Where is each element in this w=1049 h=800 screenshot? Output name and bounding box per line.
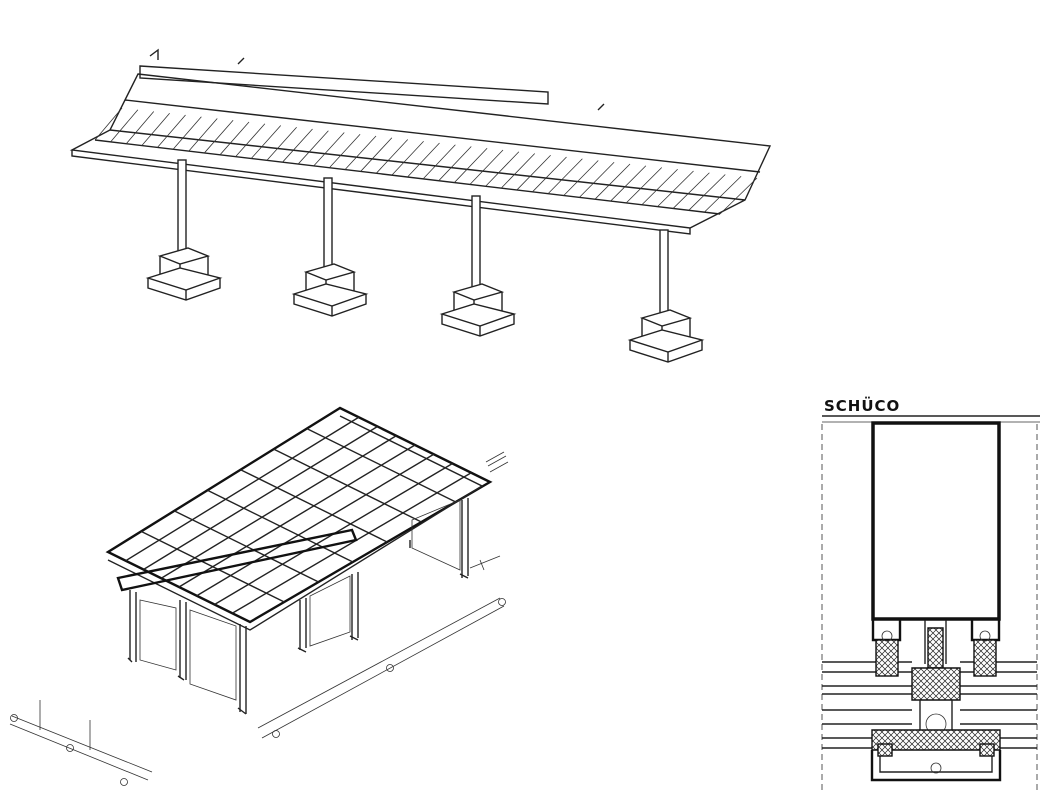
- roof-rib: [563, 160, 599, 196]
- roof-rib: [625, 167, 663, 204]
- roof-grid-line: [173, 510, 319, 583]
- pressure-plate-profile: [870, 667, 1002, 782]
- roof-rib: [438, 146, 472, 181]
- column-shaft: [177, 159, 187, 257]
- profile-section-detail: SCHÜCO: [821, 396, 1040, 790]
- roof-rib: [594, 163, 631, 200]
- roof-rib: [422, 144, 456, 180]
- roof-grid-line: [140, 530, 285, 603]
- roof-rib: [329, 133, 361, 169]
- roof-rib: [297, 130, 329, 165]
- footing-base: [145, 267, 223, 291]
- roof-rib: [282, 128, 313, 163]
- canopy-columns: [145, 159, 705, 363]
- roof-grid-line: [160, 435, 397, 579]
- roof-rib: [266, 126, 297, 161]
- roof-rib: [204, 119, 234, 154]
- roof-rib: [94, 107, 123, 141]
- column-shaft: [471, 195, 481, 293]
- footing-base: [439, 303, 517, 327]
- roof-rib: [500, 153, 536, 189]
- roof-grid-line: [240, 469, 388, 543]
- footing-base: [627, 329, 705, 353]
- canopy-column: [145, 159, 223, 301]
- canopy-isometric-drawing: [69, 48, 772, 363]
- roof-grid-line: [143, 425, 378, 571]
- footing-base-edge: [293, 294, 367, 317]
- roof-rib: [485, 151, 520, 187]
- roof-rib: [125, 111, 155, 144]
- roof-rib: [360, 137, 393, 172]
- roof-rib: [469, 149, 504, 185]
- roof-grid-line: [178, 444, 416, 588]
- roof-rib: [407, 142, 440, 178]
- footing-top: [451, 283, 505, 301]
- roof-rib: [391, 140, 424, 176]
- footing-base: [291, 283, 369, 307]
- profile-gaskets: [875, 630, 997, 677]
- roof-grid-line: [125, 416, 360, 562]
- roof-rib: [610, 165, 647, 202]
- brand-label: SCHÜCO: [824, 396, 900, 415]
- roof-rib: [141, 112, 170, 146]
- roof-rib: [641, 168, 678, 206]
- roof-rib: [250, 125, 282, 159]
- footing-base-edge: [629, 340, 703, 363]
- roof-rib: [157, 114, 186, 148]
- roof-rib: [235, 123, 266, 157]
- pavilion-roof-grid: [105, 406, 493, 631]
- column-shaft: [323, 177, 333, 273]
- pavilion-dimension-lines: [9, 451, 509, 786]
- glazing-panes: [822, 661, 1037, 749]
- mullion-box: [871, 421, 1001, 669]
- footing-top: [157, 247, 211, 265]
- footing-top: [303, 263, 357, 281]
- footing-base-edge: [147, 278, 221, 301]
- pavilion-front-beam: [116, 528, 358, 592]
- roof-rib: [110, 109, 139, 143]
- roof-rib: [344, 135, 377, 170]
- canopy-column: [627, 229, 705, 363]
- roof-grid-line: [273, 448, 422, 523]
- footing-top: [639, 309, 693, 327]
- column-shaft: [659, 229, 669, 319]
- canopy-roof-plane: [69, 73, 772, 235]
- roof-rib: [672, 172, 710, 209]
- roof-rib: [375, 139, 409, 174]
- roof-grid-line: [207, 489, 354, 563]
- pavilion-isometric-drawing: [9, 406, 509, 786]
- roof-rib: [532, 156, 567, 193]
- roof-rib: [172, 116, 202, 150]
- roof-rib: [313, 132, 345, 167]
- roof-rib: [704, 175, 742, 213]
- roof-rib: [516, 154, 551, 191]
- roof-grid-line: [306, 427, 457, 503]
- pavilion-walls: [127, 498, 469, 715]
- roof-rib: [688, 174, 726, 211]
- roof-grid-line: [231, 472, 472, 614]
- roof-rib: [657, 170, 694, 207]
- roof-rib: [547, 158, 583, 194]
- roof-rib: [579, 161, 615, 198]
- roof-rib: [454, 147, 488, 183]
- roof-grid-line: [196, 453, 435, 597]
- canopy-column: [291, 177, 369, 317]
- roof-rib: [719, 177, 758, 215]
- canopy-column: [439, 195, 517, 337]
- roof-rib: [188, 118, 218, 152]
- footing-base-edge: [441, 314, 515, 337]
- roof-rib: [219, 121, 250, 156]
